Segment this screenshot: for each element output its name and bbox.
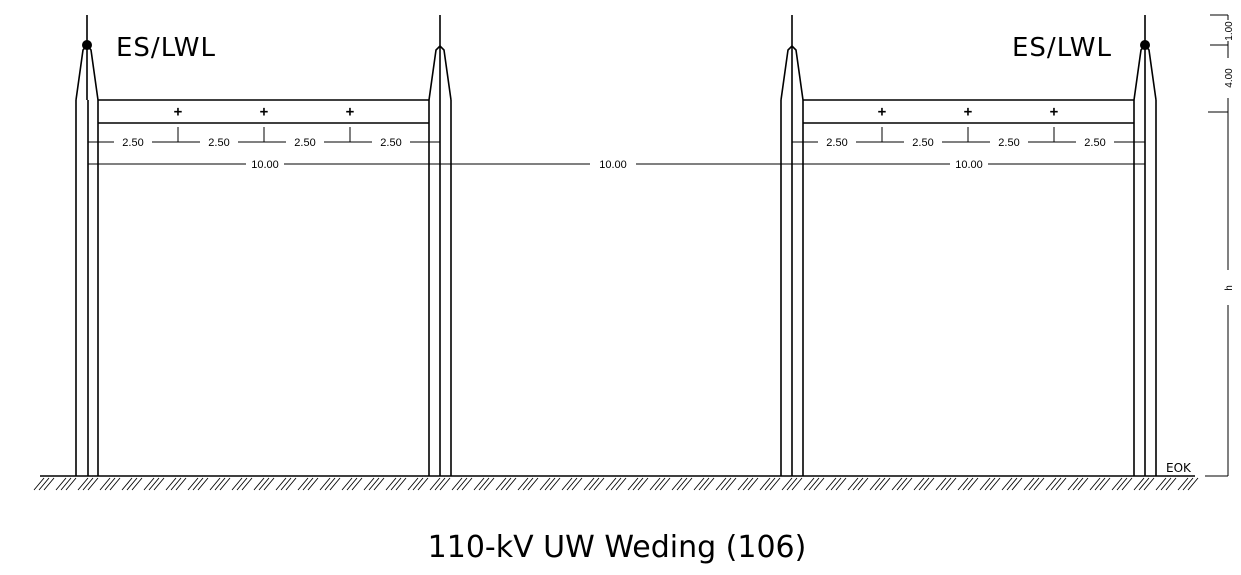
bay-width-left-label: 10.00 (251, 159, 279, 171)
vertical-dimension-chain: 1.00 4.00 h (1205, 14, 1235, 477)
phase-spacing-label: 2.50 (294, 137, 315, 149)
phase-spacing-label: 2.50 (998, 137, 1019, 149)
phase-marker: + (174, 104, 182, 120)
peak-height-label: 4.00 (1224, 68, 1235, 88)
left-bay-right-mast (428, 15, 452, 476)
right-bay: + + + 2.50 2.50 2.50 2.50 ES/LWL (780, 15, 1157, 476)
phase-spacing-label: 2.50 (122, 137, 143, 149)
top-offset-label: 1.00 (1224, 21, 1235, 41)
phase-marker: + (964, 104, 972, 120)
earth-wire-clamp-icon (1140, 40, 1150, 50)
gap-width-label: 10.00 (599, 159, 627, 171)
left-bay: + + + 2.50 2.50 2.50 2.50 ES/LWL (75, 15, 452, 476)
bay-width-right-label: 10.00 (955, 159, 983, 171)
drawing-title: 110-kV UW Weding (106) (428, 530, 807, 565)
right-bay-left-mast (780, 15, 804, 476)
phase-marker: + (346, 104, 354, 120)
phase-spacing-label: 2.50 (1084, 137, 1105, 149)
phase-marker: + (1050, 104, 1058, 120)
phase-spacing-label: 2.50 (826, 137, 847, 149)
beam-height-label: h (1224, 285, 1235, 291)
phase-spacing-label: 2.50 (912, 137, 933, 149)
phase-spacing-label: 2.50 (208, 137, 229, 149)
left-bay-left-mast (75, 15, 99, 476)
phase-marker: + (878, 104, 886, 120)
phase-spacing-label: 2.50 (380, 137, 401, 149)
earth-wire-clamp-icon (82, 40, 92, 50)
right-bay-right-mast (1133, 15, 1157, 476)
right-tower-label: ES/LWL (1012, 33, 1112, 63)
left-tower-label: ES/LWL (116, 33, 216, 63)
ground-reference-label: EOK (1166, 461, 1192, 475)
phase-marker: + (260, 104, 268, 120)
ground-hatching (33, 477, 1199, 491)
